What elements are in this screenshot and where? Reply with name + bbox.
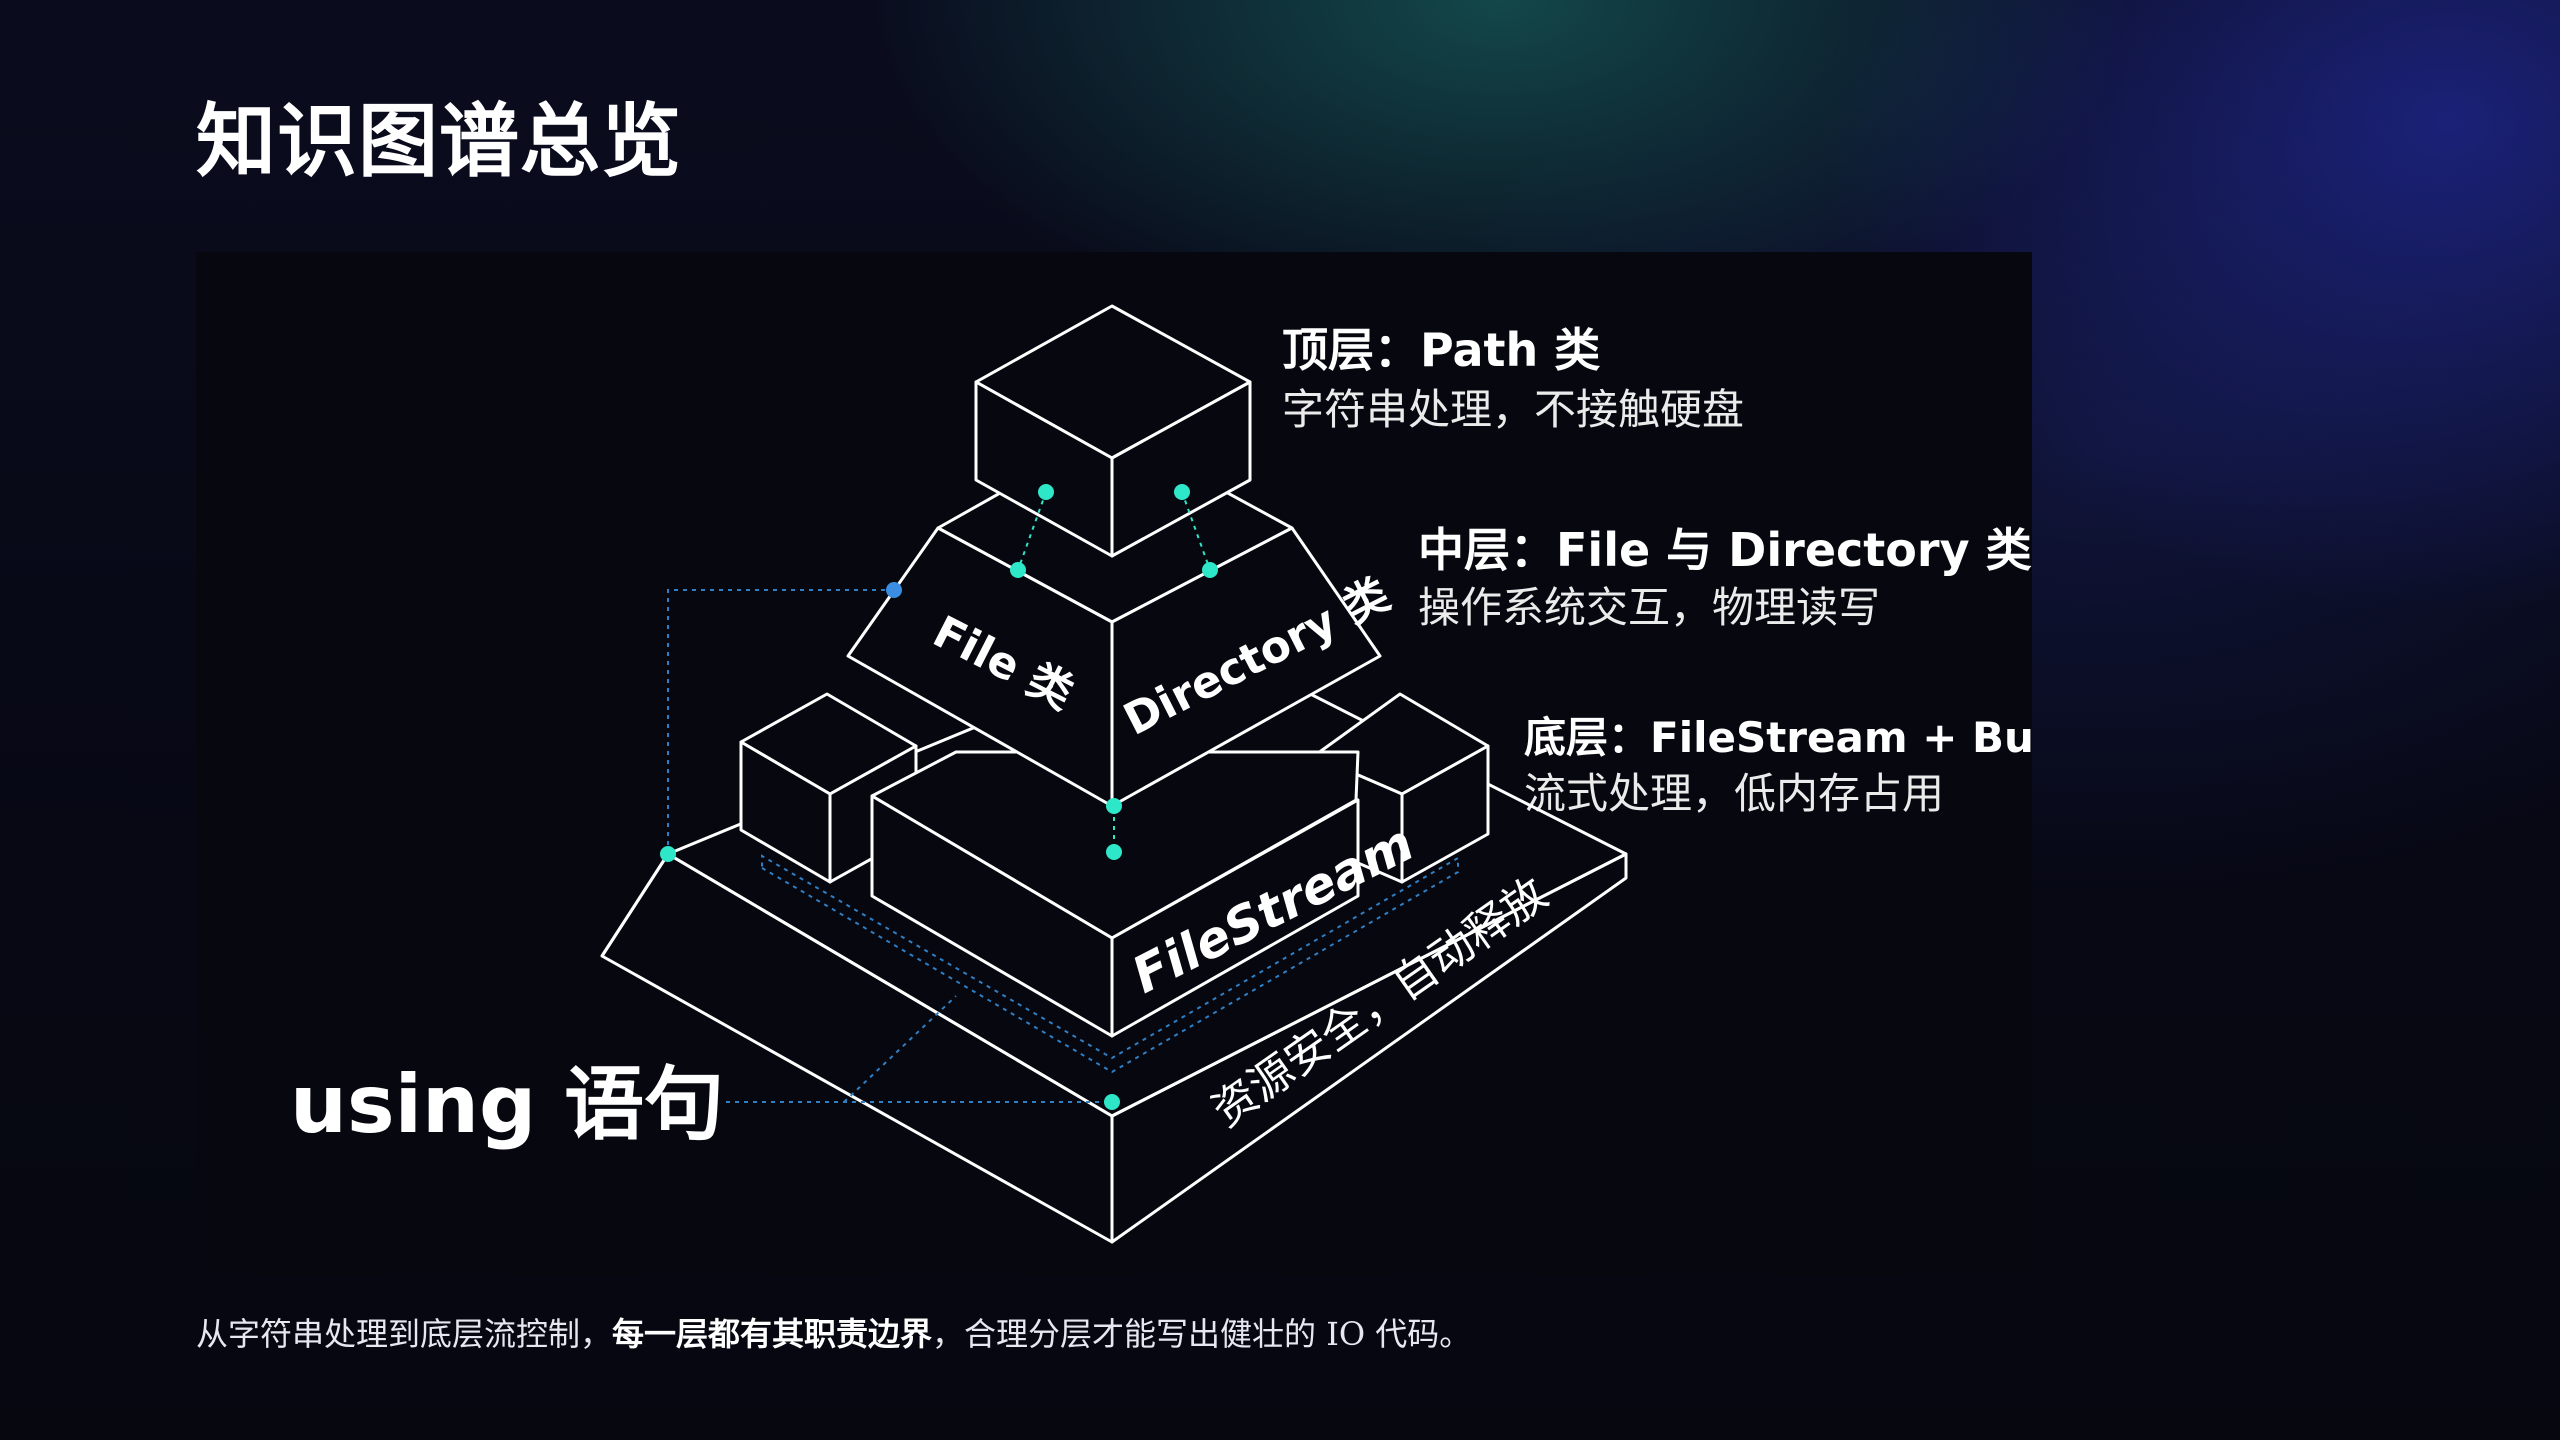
stream-top-node	[1106, 844, 1122, 860]
base-front-left-edge	[600, 853, 670, 957]
frustum-edge-node	[886, 582, 902, 598]
frustum-directory-face	[1110, 526, 1382, 808]
middle-layer-description: 操作系统交互，物理读写	[1418, 583, 1880, 632]
caption-text-start: 从字符串处理到底层流控制，	[196, 1315, 613, 1353]
directory-node	[1202, 562, 1218, 578]
base-inner-dotted-outline	[761, 854, 1459, 1074]
filestream-front-right	[1110, 798, 1360, 1038]
middle-layer-heading: 中层：File 与 Directory 类	[1418, 523, 2032, 577]
path-node-left	[1038, 484, 1054, 500]
right-cube-right	[1400, 744, 1490, 884]
bottom-layer-heading: 底层：FileStream + Buffer	[1524, 713, 2032, 762]
base-front-node	[1104, 1094, 1120, 1110]
top-cube-right	[1110, 380, 1252, 558]
caption-emphasis: 每一层都有其职责边界	[612, 1315, 933, 1353]
using-statement-label: using 语句	[290, 1058, 724, 1151]
middle-bottom-node	[1106, 798, 1122, 814]
slide-title: 知识图谱总览	[196, 95, 682, 188]
connector-nodes	[660, 484, 1218, 1110]
top-layer-heading: 顶层：Path 类	[1282, 323, 1600, 377]
using-diagonal-connector	[843, 995, 957, 1103]
diagram-panel: FileStream File 类 Directory 类	[196, 252, 2032, 1276]
bottom-layer-description: 流式处理，低内存占用	[1524, 769, 1944, 818]
using-top-bracket	[667, 589, 894, 854]
slide-caption: 从字符串处理到底层流控制，每一层都有其职责边界，合理分层才能写出健壮的 IO 代…	[196, 1310, 1471, 1358]
path-node-right	[1174, 484, 1190, 500]
top-path-cube	[974, 304, 1252, 558]
layer-pyramid-diagram: FileStream File 类 Directory 类	[290, 304, 2032, 1244]
file-node	[1010, 562, 1026, 578]
top-layer-description: 字符串处理，不接触硬盘	[1282, 385, 1744, 434]
using-corner-node	[660, 846, 676, 862]
caption-text-end: ，合理分层才能写出健壮的 IO 代码。	[932, 1315, 1472, 1353]
